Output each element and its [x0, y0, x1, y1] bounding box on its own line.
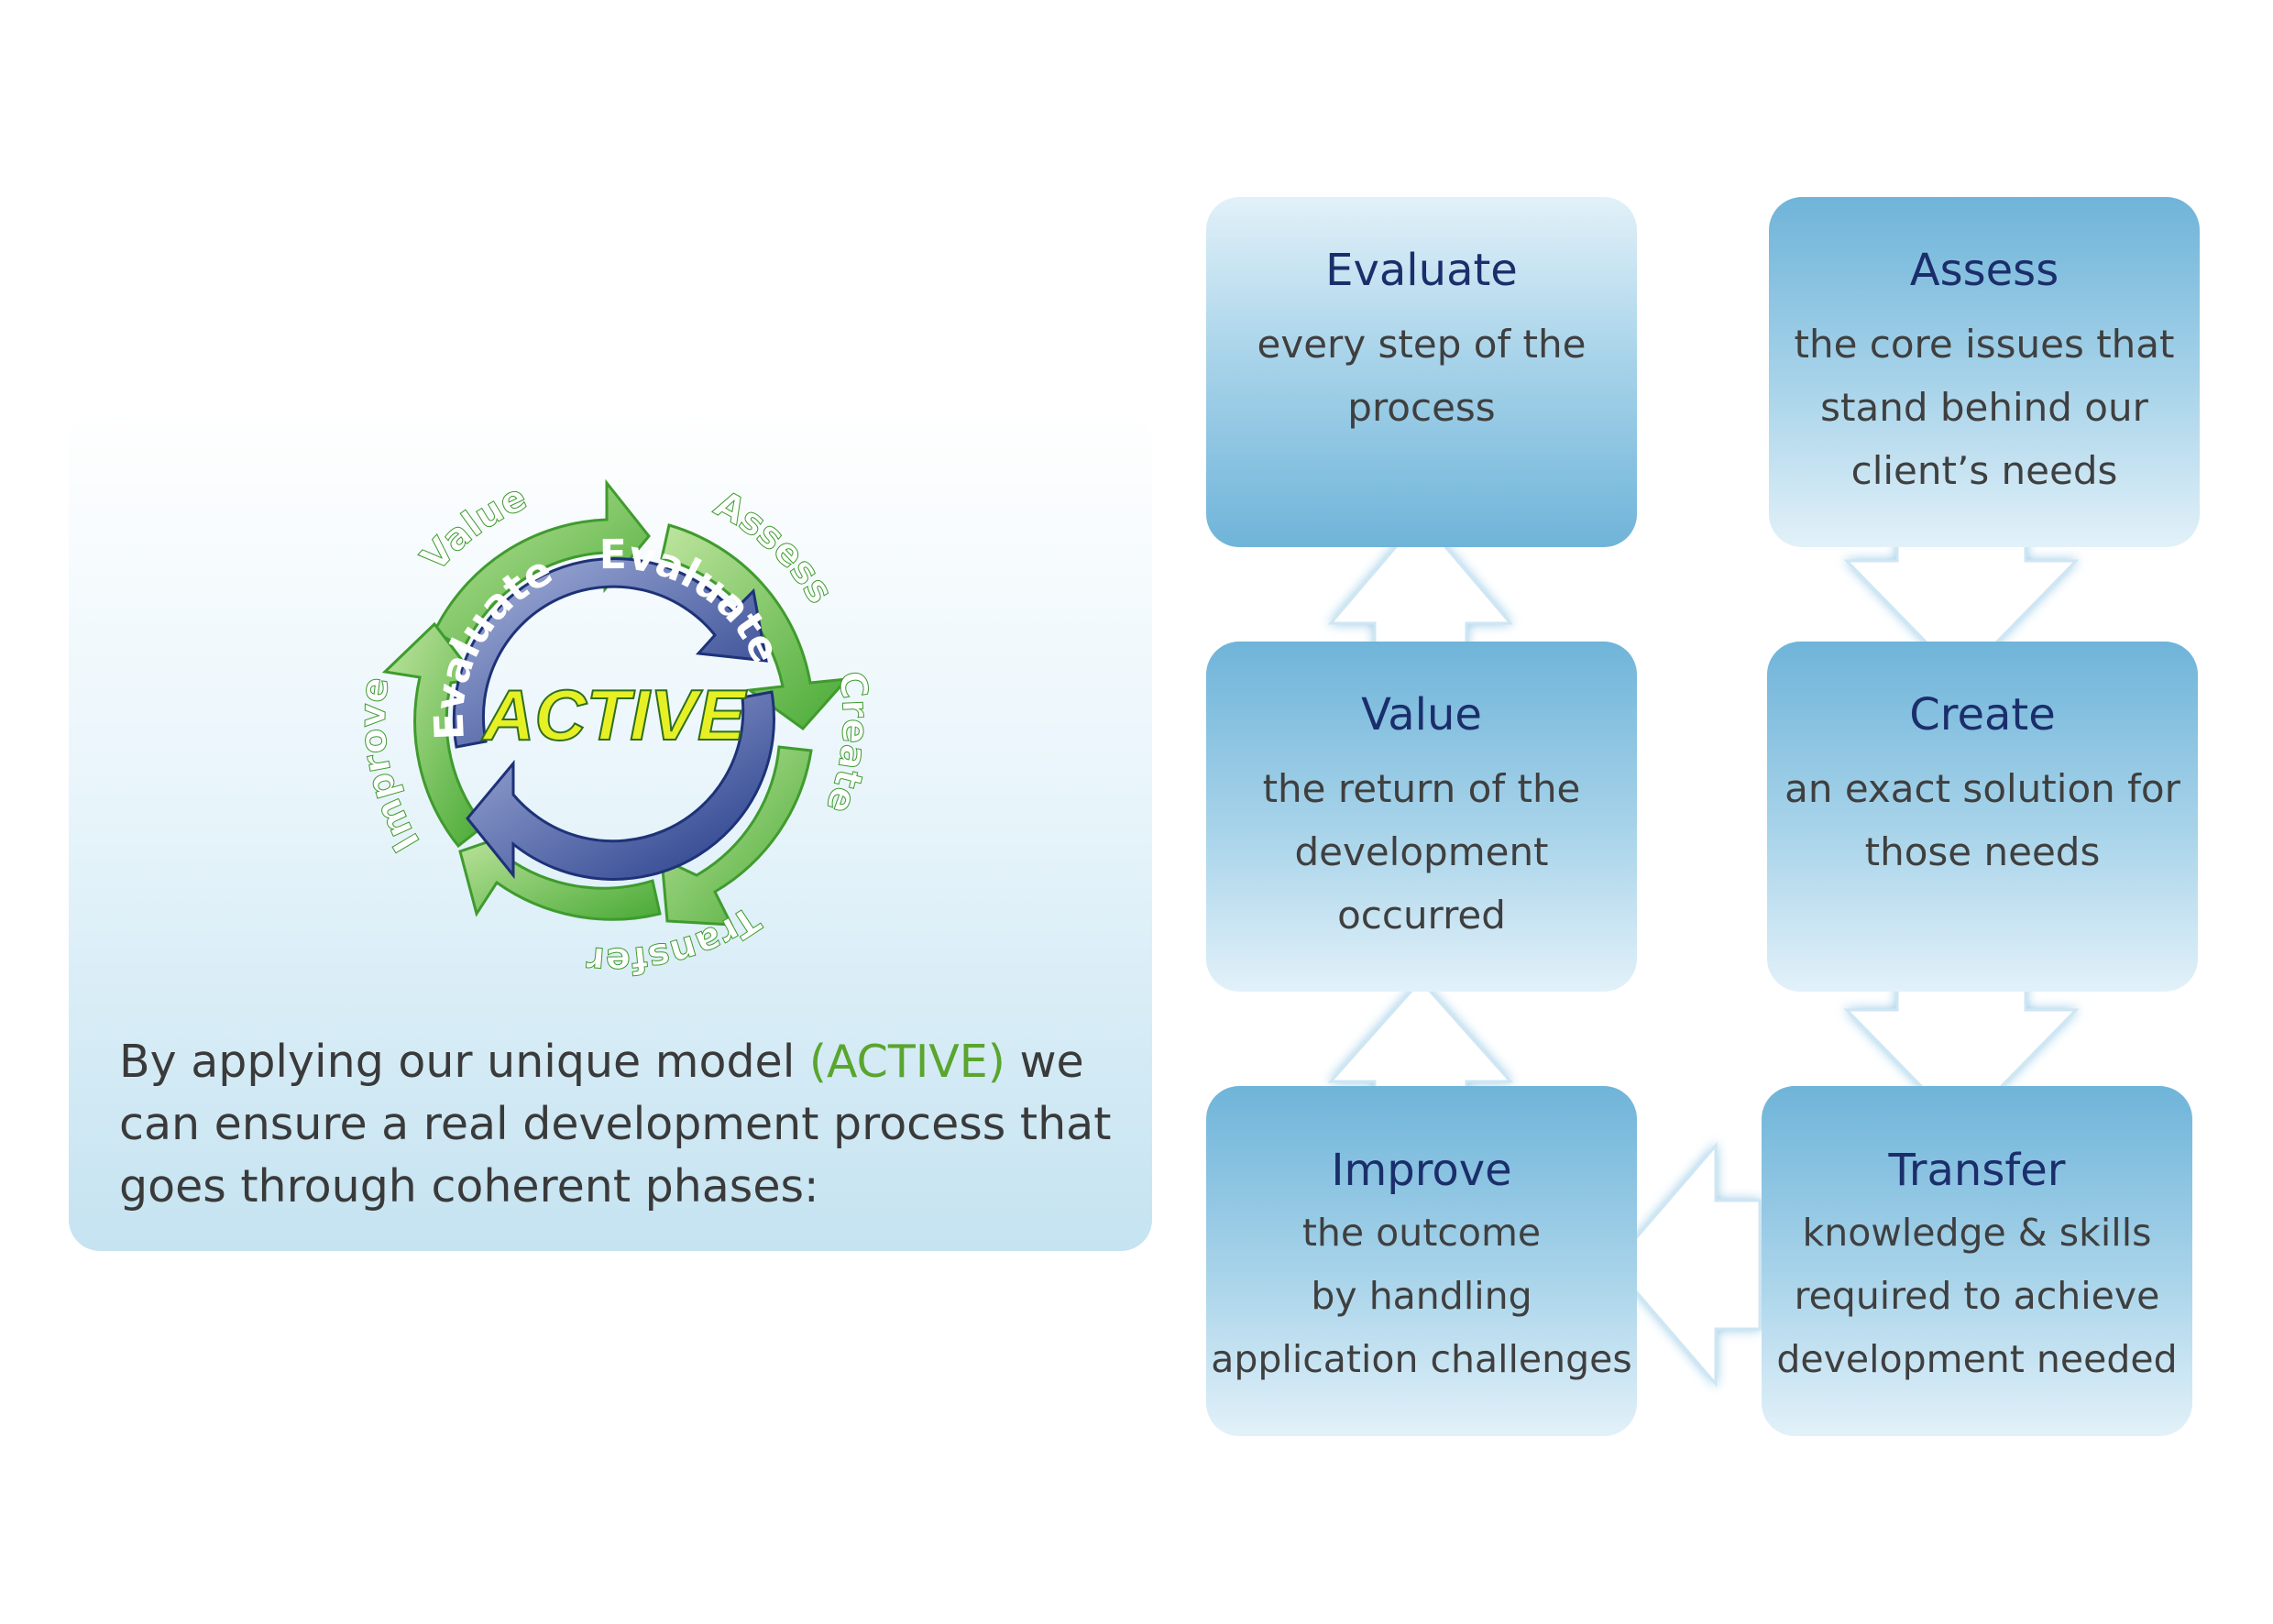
step-improve: Improve the outcome by handling applicat… [1206, 1086, 1637, 1436]
inner-ring [452, 557, 775, 881]
step-transfer-title: Transfer [1888, 1145, 2066, 1196]
step-create-desc: an exact solution for those needs [1784, 766, 2180, 874]
step-evaluate-title: Evaluate [1325, 245, 1518, 296]
step-improve-desc: the outcome by handling application chal… [1211, 1211, 1632, 1381]
step-transfer-desc: knowledge & skills required to achieve d… [1776, 1211, 2178, 1381]
step-evaluate-desc: every step of the process [1257, 322, 1587, 430]
step-improve-title: Improve [1331, 1145, 1512, 1196]
step-assess-desc: the core issues that stand behind our cl… [1794, 322, 2175, 493]
step-transfer: Transfer knowledge & skills required to … [1762, 1086, 2192, 1436]
step-value-title: Value [1361, 689, 1482, 741]
active-cycle-diagram: Value Assess Transfer Create Improve Eva… [304, 476, 889, 982]
step-create: Create an exact solution for those needs [1767, 642, 2198, 992]
cycle-center-label: ACTIVE [481, 675, 747, 755]
step-create-title: Create [1909, 689, 2056, 741]
outer-arrow-2 [660, 523, 851, 731]
outer-arrow-1 [433, 478, 651, 651]
step-assess-title: Assess [1909, 245, 2059, 296]
inner-arrow-1 [452, 557, 768, 749]
outer-arrow-3 [660, 745, 813, 927]
outer-arrow-4 [458, 828, 662, 921]
step-value: Value the return of the development occu… [1206, 642, 1637, 992]
step-assess: Assess the core issues that stand behind… [1769, 197, 2200, 547]
inner-arrow-2 [466, 690, 775, 881]
intro-highlight: (ACTIVE) [808, 1036, 1005, 1088]
step-value-desc: the return of the development occurred [1262, 766, 1581, 938]
step-evaluate: Evaluate every step of the process [1206, 197, 1637, 547]
intro-text: By applying our unique model (ACTIVE) we… [119, 1036, 1112, 1213]
arrow-transfer-to-improve [1611, 1141, 1762, 1388]
